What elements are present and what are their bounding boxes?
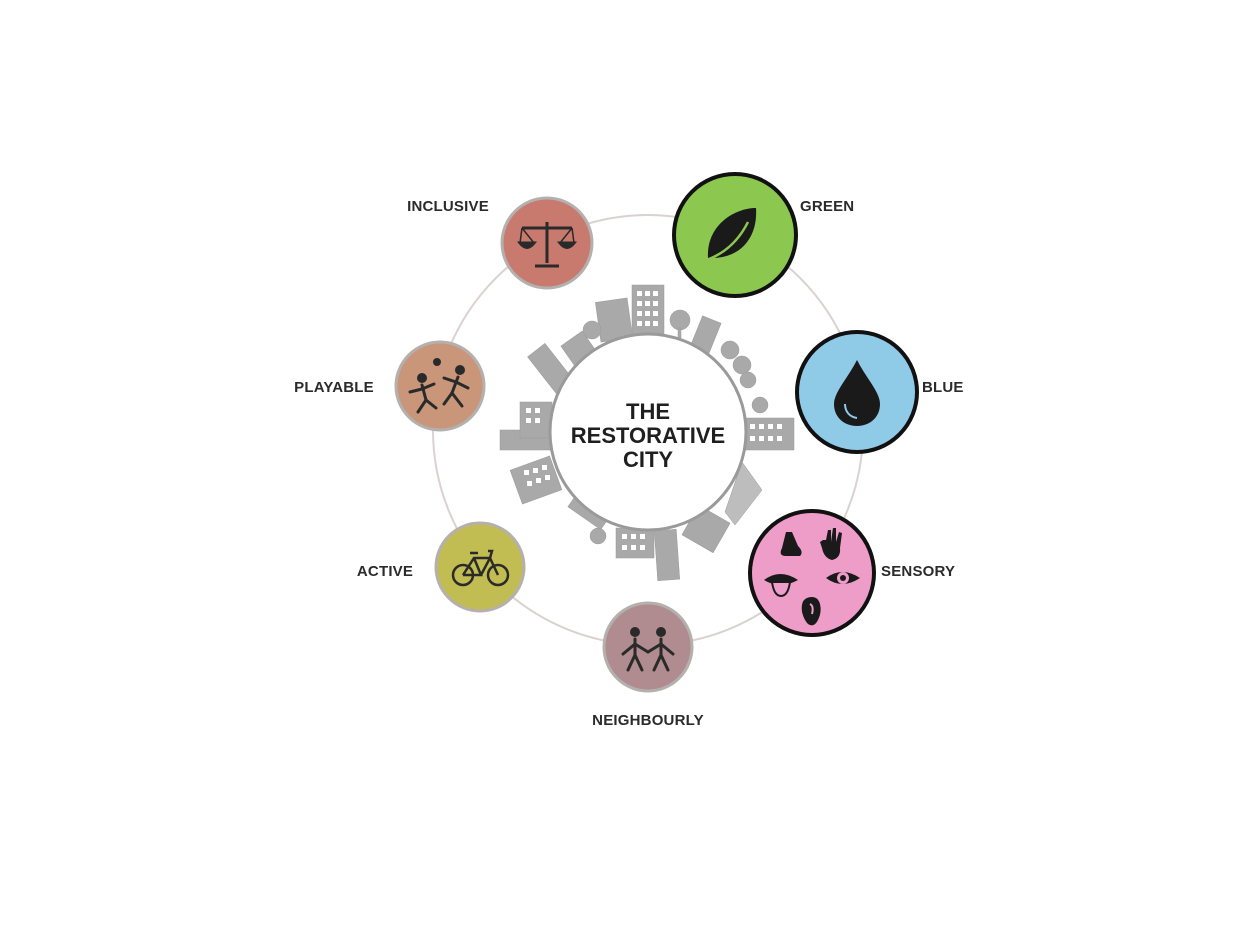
- node-neighbourly: NEIGHBOURLY: [592, 603, 704, 729]
- node-active-label: ACTIVE: [357, 563, 413, 580]
- node-playable-circle: [396, 342, 484, 430]
- node-green-label: GREEN: [800, 198, 854, 215]
- node-playable-label: PLAYABLE: [294, 379, 374, 396]
- node-active: ACTIVE: [357, 523, 524, 611]
- node-neighbourly-label: NEIGHBOURLY: [592, 712, 704, 729]
- node-playable: PLAYABLE: [294, 342, 484, 430]
- center-title-line-1: THE: [626, 399, 670, 424]
- node-active-circle: [436, 523, 524, 611]
- node-neighbourly-circle: [604, 603, 692, 691]
- node-inclusive-label: INCLUSIVE: [407, 198, 489, 215]
- node-sensory: SENSORY: [750, 511, 955, 635]
- center-title-line-3: CITY: [623, 447, 673, 472]
- node-green: GREEN: [674, 174, 854, 296]
- node-blue: BLUE: [797, 332, 964, 452]
- node-sensory-label: SENSORY: [881, 563, 955, 580]
- node-blue-label: BLUE: [922, 379, 964, 396]
- center-title-line-2: RESTORATIVE: [571, 423, 725, 448]
